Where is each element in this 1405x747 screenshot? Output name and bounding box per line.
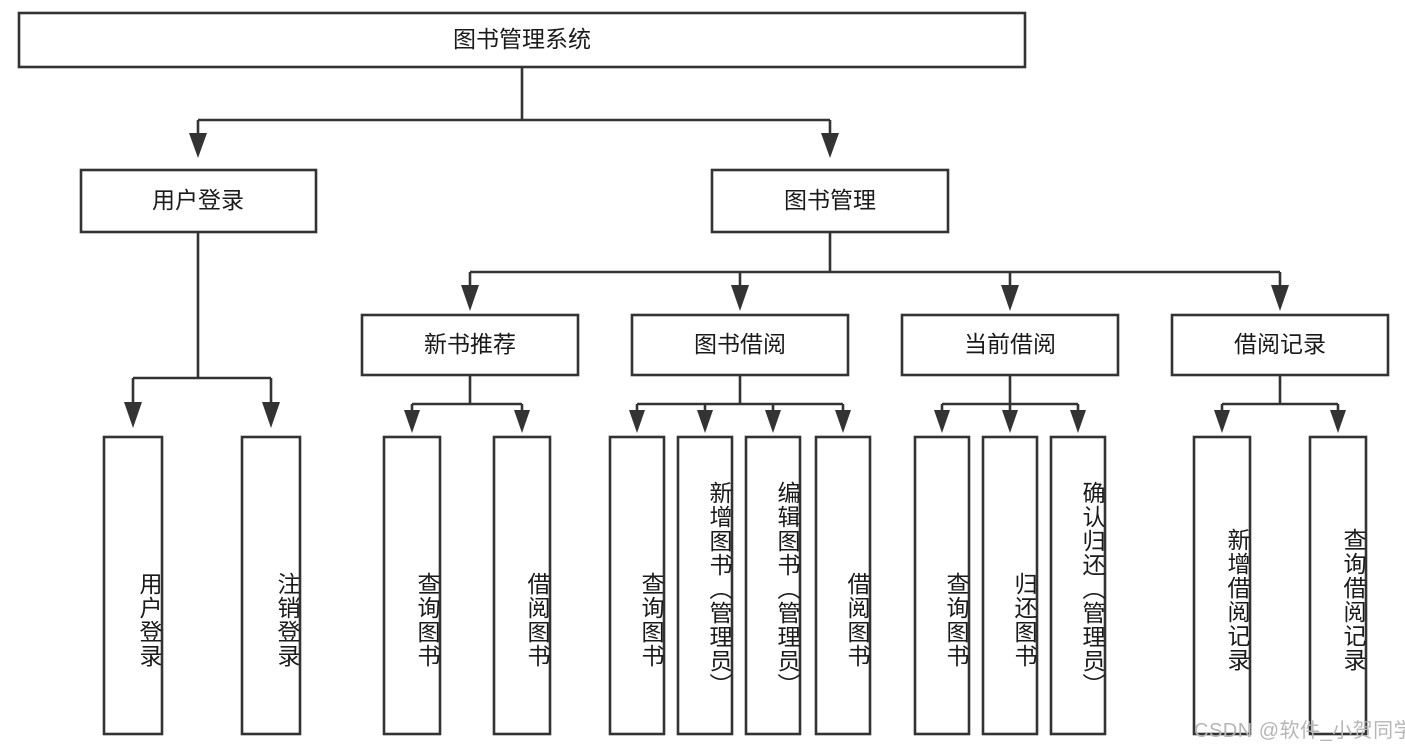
node-book-borrow[interactable]: 图书借阅 <box>630 313 850 377</box>
connector-group-current-borrow <box>934 375 1086 433</box>
node-leaf-user-logout[interactable] <box>240 435 302 736</box>
node-leaf-query-book-3-box[interactable] <box>913 435 971 736</box>
arrowhead-user-login <box>189 133 207 158</box>
node-leaf-borrow-book-1[interactable] <box>492 435 552 736</box>
node-book-manage-box[interactable] <box>710 168 950 234</box>
node-leaf-add-book[interactable] <box>676 435 734 736</box>
arrowhead-leaf-add-record <box>1214 410 1230 433</box>
connector-group-borrow-record <box>1214 375 1346 433</box>
arrowhead-borrow-record <box>1271 285 1289 311</box>
node-leaf-query-record[interactable] <box>1308 435 1368 736</box>
connector-group-root <box>189 67 839 158</box>
node-user-login-label: 用户登录 <box>152 187 244 213</box>
node-borrow-record-box[interactable] <box>1170 313 1390 377</box>
node-leaf-user-login[interactable] <box>102 435 164 736</box>
node-root[interactable]: 图书管理系统 <box>17 11 1027 69</box>
node-book-borrow-box[interactable] <box>630 313 850 377</box>
node-leaf-query-book-2-box[interactable] <box>608 435 666 736</box>
node-leaf-add-book-box[interactable] <box>676 435 734 736</box>
arrowhead-current-borrow <box>1001 285 1019 311</box>
node-borrow-record-label: 借阅记录 <box>1234 331 1326 357</box>
arrowhead-leaf-query-book-1 <box>404 410 420 433</box>
arrowhead-book-borrow <box>731 285 749 311</box>
node-user-login[interactable]: 用户登录 <box>79 168 318 234</box>
arrowhead-book-manage <box>821 133 839 158</box>
node-root-label: 图书管理系统 <box>453 26 591 52</box>
arrowhead-leaf-confirm-return <box>1070 410 1086 433</box>
node-leaf-confirm-return-box[interactable] <box>1049 435 1107 736</box>
node-leaf-borrow-book-2[interactable] <box>814 435 872 736</box>
arrowhead-leaf-query-record <box>1330 410 1346 433</box>
connector-group-user-login <box>124 232 280 428</box>
node-leaf-query-book-1-box[interactable] <box>382 435 442 736</box>
node-book-manage-label: 图书管理 <box>784 187 876 213</box>
node-current-borrow-box[interactable] <box>900 313 1120 377</box>
node-leaf-confirm-return[interactable] <box>1049 435 1107 736</box>
node-borrow-record[interactable]: 借阅记录 <box>1170 313 1390 377</box>
node-leaf-query-book-2[interactable] <box>608 435 666 736</box>
arrowhead-leaf-borrow-book-2 <box>835 410 851 433</box>
node-leaf-query-record-box[interactable] <box>1308 435 1368 736</box>
node-leaf-user-login-box[interactable] <box>102 435 164 736</box>
node-leaf-return-book-box[interactable] <box>981 435 1039 736</box>
connector-group-new-book-recommend <box>404 375 530 433</box>
node-leaf-query-book-1[interactable] <box>382 435 442 736</box>
arrowhead-leaf-edit-book <box>765 410 781 433</box>
node-leaf-add-record[interactable] <box>1192 435 1252 736</box>
node-new-book-recommend-box[interactable] <box>360 313 580 377</box>
arrowhead-leaf-user-login <box>124 402 142 428</box>
node-book-manage[interactable]: 图书管理 <box>710 168 950 234</box>
arrowhead-leaf-query-book-3 <box>934 410 950 433</box>
node-leaf-borrow-book-2-box[interactable] <box>814 435 872 736</box>
node-book-borrow-label: 图书借阅 <box>694 331 786 357</box>
arrowhead-leaf-query-book-2 <box>629 410 645 433</box>
node-new-book-recommend[interactable]: 新书推荐 <box>360 313 580 377</box>
connector-group-book-manage <box>461 232 1289 311</box>
node-leaf-edit-book[interactable] <box>744 435 802 736</box>
node-leaf-query-book-3[interactable] <box>913 435 971 736</box>
node-leaf-user-logout-box[interactable] <box>240 435 302 736</box>
node-root-box[interactable] <box>17 11 1027 69</box>
arrowhead-leaf-add-book <box>697 410 713 433</box>
arrowhead-new-book-recommend <box>461 285 479 311</box>
node-current-borrow[interactable]: 当前借阅 <box>900 313 1120 377</box>
node-leaf-add-record-box[interactable] <box>1192 435 1252 736</box>
arrowhead-leaf-user-logout <box>262 402 280 428</box>
node-leaf-return-book[interactable] <box>981 435 1039 736</box>
arrowhead-leaf-return-book <box>1002 410 1018 433</box>
connector-group-book-borrow <box>629 375 851 433</box>
node-leaf-borrow-book-1-box[interactable] <box>492 435 552 736</box>
node-leaf-edit-book-box[interactable] <box>744 435 802 736</box>
node-user-login-box[interactable] <box>79 168 318 234</box>
arrowhead-leaf-borrow-book-1 <box>514 410 530 433</box>
watermark-text: CSDN @软件_小贺同学 <box>1194 720 1405 742</box>
node-current-borrow-label: 当前借阅 <box>964 331 1056 357</box>
node-new-book-recommend-label: 新书推荐 <box>424 331 516 357</box>
